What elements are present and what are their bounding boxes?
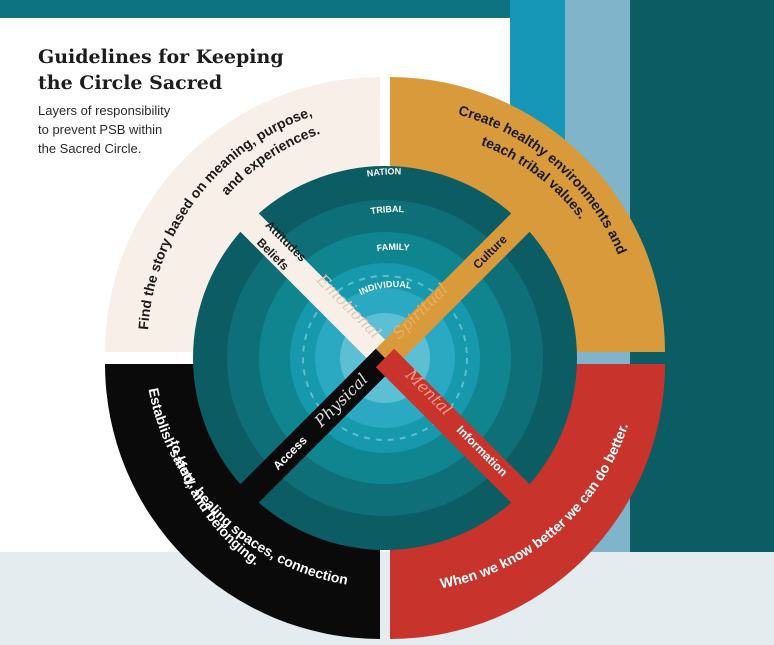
arm-bottom-right (375, 348, 533, 506)
page-subtitle: Layers of responsibility to prevent PSB … (38, 101, 170, 158)
subtitle-line-3: the Sacred Circle. (38, 141, 142, 156)
arm-bottom-left (237, 348, 395, 506)
arm-top-left (237, 210, 395, 368)
ring-label-tribal: TRIBAL (370, 204, 405, 216)
title-line-2: the Circle Sacred (38, 72, 223, 94)
arm-top-right (375, 210, 533, 368)
arm-top-left-bar (237, 210, 395, 368)
ring-label-nation: NATION (366, 166, 401, 178)
subtitle-line-2: to prevent PSB within (38, 122, 163, 137)
arm-bottom-right-bar (375, 348, 533, 506)
ring-center-outline (302, 275, 468, 441)
arm-bottom-left-bar (237, 348, 395, 506)
subtitle-line-1: Layers of responsibility (38, 103, 171, 118)
page-title: Guidelines for Keeping the Circle Sacred (38, 44, 284, 96)
bottom-band (0, 552, 774, 645)
title-line-1: Guidelines for Keeping (38, 46, 284, 68)
arm-top-right-bar (375, 210, 533, 368)
ring-label-family: FAMILY (376, 242, 410, 254)
